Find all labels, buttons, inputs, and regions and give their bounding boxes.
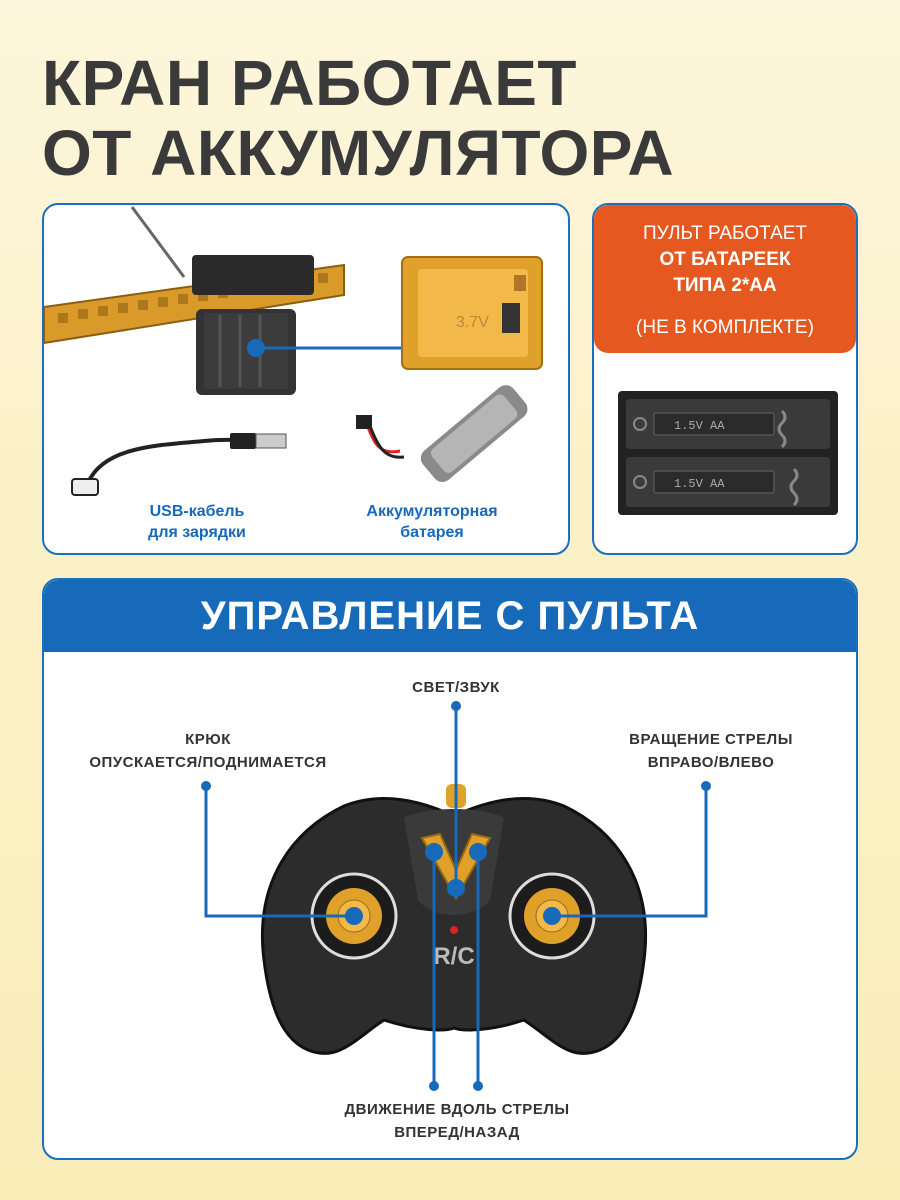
remote-battery-line-2: ОТ БАТАРЕЕК — [659, 249, 791, 270]
control-card: УПРАВЛЕНИЕ С ПУЛЬТА R/C — [42, 578, 858, 1160]
battery-caption: Аккумуляторная батарея — [344, 501, 520, 543]
hook-leader-line — [204, 786, 354, 918]
move-label-line-2: ВПЕРЕД/НАЗАД — [394, 1124, 520, 1141]
move-label-line-1: ДВИЖЕНИЕ ВДОЛЬ СТРЕЛЫ — [344, 1101, 570, 1118]
remote-battery-info: ПУЛЬТ РАБОТАЕТ ОТ БАТАРЕЕК ТИПА 2*АА (НЕ… — [594, 205, 856, 353]
usb-caption-line-2: для зарядки — [148, 524, 246, 541]
aa-battery-holder-icon: 1.5V AA 1.5V AA — [618, 391, 838, 515]
battery-cell-icon — [356, 385, 528, 482]
hook-label-line-2: ОПУСКАЕТСЯ/ПОДНИМАЕТСЯ — [89, 754, 327, 771]
remote-controller-icon: R/C — [261, 784, 647, 1055]
usb-caption-line-1: USB-кабель — [149, 503, 245, 520]
move-label: ДВИЖЕНИЕ ВДОЛЬ СТРЕЛЫ ВПЕРЕД/НАЗАД — [292, 1098, 622, 1144]
battery-caption-line-2: батарея — [400, 524, 464, 541]
rotate-leader-line — [552, 786, 708, 918]
antenna-icon — [130, 206, 186, 278]
cell-label-2: 1.5V AA — [674, 477, 725, 491]
page-title: КРАН РАБОТАЕТ ОТ АККУМУЛЯТОРА — [42, 48, 862, 188]
usb-cable-icon — [71, 433, 287, 496]
control-header: УПРАВЛЕНИЕ С ПУЛЬТА — [44, 580, 856, 652]
not-included-note: (НЕ В КОМПЛЕКТЕ) — [636, 317, 814, 338]
usb-cable-caption: USB-кабель для зарядки — [122, 501, 272, 543]
cell-label-1: 1.5V AA — [674, 419, 725, 433]
remote-illustration: R/C — [201, 701, 711, 1091]
remote-battery-card: ПУЛЬТ РАБОТАЕТ ОТ БАТАРЕЕК ТИПА 2*АА (НЕ… — [592, 203, 858, 555]
light-sound-label: СВЕТ/ЗВУК — [376, 676, 536, 699]
hook-label-line-1: КРЮК — [185, 731, 231, 748]
remote-logo: R/C — [433, 943, 474, 970]
battery-box-icon — [192, 255, 314, 395]
rotate-label: ВРАЩЕНИЕ СТРЕЛЫ ВПРАВО/ВЛЕВО — [584, 728, 838, 774]
battery-card: 3.7V USB-кабель для зарядки Аккумуляторн… — [42, 203, 570, 555]
remote-battery-line-1: ПУЛЬТ РАБОТАЕТ — [642, 223, 808, 244]
battery-compartment-icon — [401, 256, 543, 370]
rotate-label-line-2: ВПРАВО/ВЛЕВО — [647, 754, 775, 771]
title-line-2: ОТ АККУМУЛЯТОРА — [42, 117, 675, 189]
title-line-1: КРАН РАБОТАЕТ — [42, 47, 577, 119]
rotate-label-line-1: ВРАЩЕНИЕ СТРЕЛЫ — [629, 731, 793, 748]
remote-battery-line-3: ТИПА 2*АА — [673, 275, 777, 296]
battery-illustration: 3.7V — [44, 206, 543, 496]
pack-voltage-label: 3.7V — [456, 314, 489, 331]
hook-label: КРЮК ОПУСКАЕТСЯ/ПОДНИМАЕТСЯ — [58, 728, 358, 774]
battery-caption-line-1: Аккумуляторная — [366, 503, 498, 520]
light-sound-text: СВЕТ/ЗВУК — [412, 679, 500, 696]
